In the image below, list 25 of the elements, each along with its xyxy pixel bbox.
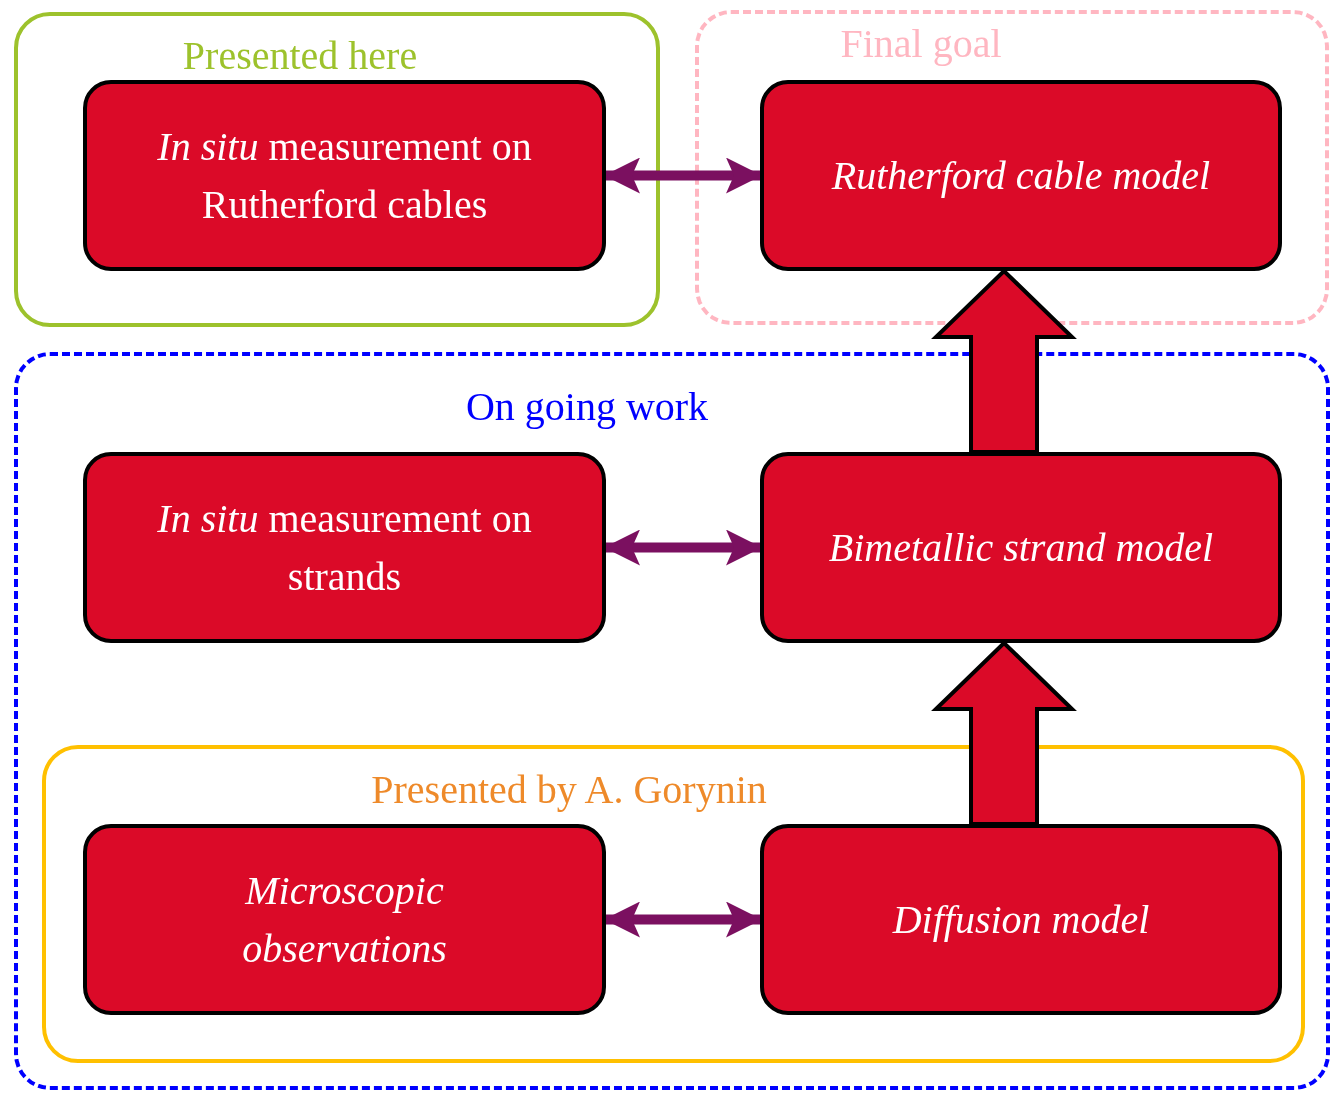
double-arrow (604, 901, 762, 938)
box-text: Microscopic observations (241, 866, 448, 973)
group-frame (695, 10, 1329, 325)
group-heading: Final goal (840, 24, 1002, 64)
box-text: Bimetallic strand model (828, 523, 1214, 572)
group-frame (14, 352, 1330, 1090)
box-text: In situ measurement on strands (156, 494, 533, 601)
double-arrow (604, 529, 762, 566)
block-arrow (931, 268, 1077, 454)
box-text: Rutherford cable model (831, 151, 1211, 200)
group-heading: Presented here (182, 36, 418, 76)
process-box (760, 824, 1282, 1015)
group-heading: On going work (465, 387, 709, 427)
process-box (83, 452, 606, 643)
process-box (760, 80, 1282, 271)
group-heading: Presented by A. Gorynin (371, 770, 767, 810)
box-text: In situ measurement on Rutherford cables (156, 122, 533, 229)
double-arrow (604, 157, 762, 194)
box-text: Diffusion model (892, 895, 1150, 944)
group-frame (14, 12, 660, 327)
block-arrow (931, 640, 1077, 826)
process-box (760, 452, 1282, 643)
group-frame (42, 745, 1305, 1063)
process-box (83, 80, 606, 271)
process-box (83, 824, 606, 1015)
